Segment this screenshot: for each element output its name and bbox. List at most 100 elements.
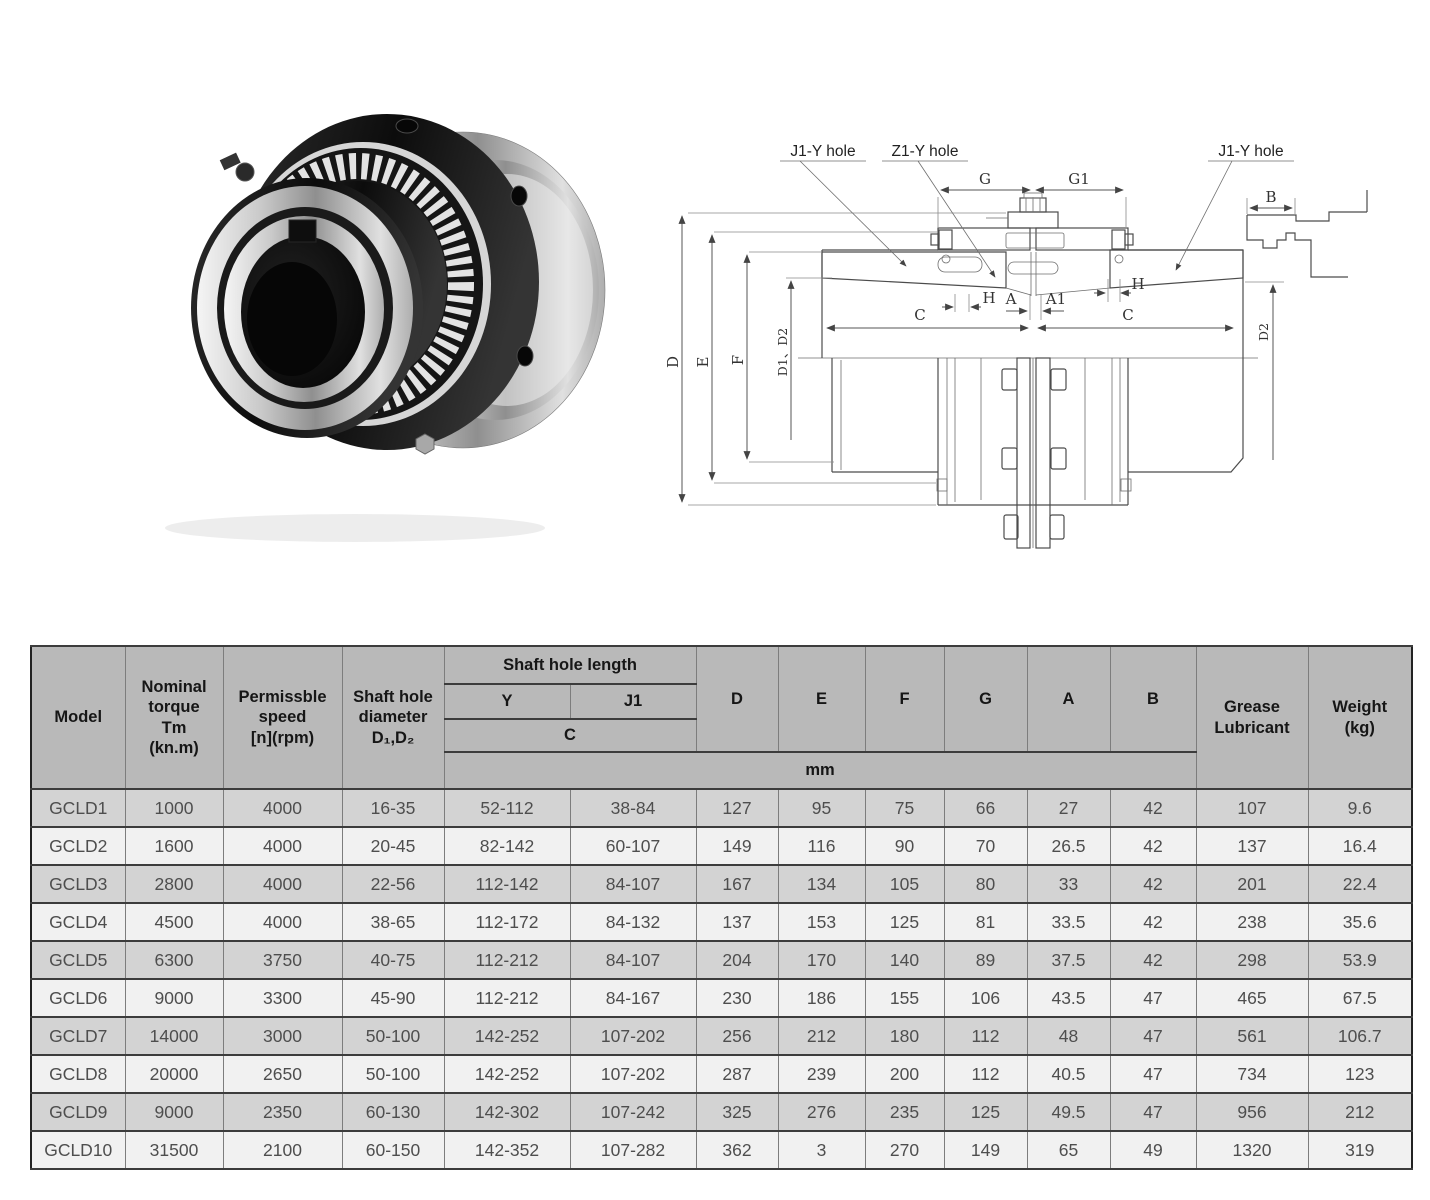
table-cell: 112-172 (443, 902, 571, 942)
table-cell: 106.7 (1307, 1016, 1413, 1056)
table-cell: 37.5 (1026, 940, 1111, 980)
table-cell: 9.6 (1307, 788, 1413, 828)
table-cell: 53.9 (1307, 940, 1413, 980)
col-header-g: G (943, 645, 1028, 753)
table-cell: 956 (1195, 1092, 1309, 1132)
table-cell: 112-212 (443, 940, 571, 980)
table-cell: 60-130 (341, 1092, 445, 1132)
col-header-permissible-speed: Permissble speed [n](rpm) (222, 645, 343, 790)
table-cell: 149 (943, 1130, 1028, 1170)
model-cell: GCLD6 (30, 978, 126, 1018)
table-cell: 4000 (222, 788, 343, 828)
table-cell: 287 (695, 1054, 779, 1094)
model-cell: GCLD4 (30, 902, 126, 942)
table-cell: 4000 (222, 826, 343, 866)
table-cell: 33.5 (1026, 902, 1111, 942)
table-cell: 49.5 (1026, 1092, 1111, 1132)
table-cell: 142-302 (443, 1092, 571, 1132)
col-header-nominal-torque: Nominal torque Tm (kn.m) (124, 645, 224, 790)
table-cell: 84-132 (569, 902, 697, 942)
table-cell: 38-65 (341, 902, 445, 942)
col-header-weight: Weight (kg) (1307, 645, 1413, 790)
table-cell: 80 (943, 864, 1028, 904)
table-cell: 256 (695, 1016, 779, 1056)
table-cell: 42 (1109, 940, 1197, 980)
table-cell: 107-242 (569, 1092, 697, 1132)
table-cell: 465 (1195, 978, 1309, 1018)
table-cell: 84-167 (569, 978, 697, 1018)
hex-bolt (415, 433, 435, 455)
table-cell: 16.4 (1307, 826, 1413, 866)
table-cell: 47 (1109, 978, 1197, 1018)
table-cell: 35.6 (1307, 902, 1413, 942)
table-cell: 212 (1307, 1092, 1413, 1132)
table-cell: 26.5 (1026, 826, 1111, 866)
unit-row-mm: mm (443, 751, 1197, 790)
table-cell: 107 (1195, 788, 1309, 828)
table-cell: 276 (777, 1092, 866, 1132)
table-cell: 105 (864, 864, 945, 904)
col-header-shaft-hole-length: Shaft hole length (443, 645, 697, 685)
leader-label-z1y: Z1-Y hole (892, 143, 959, 160)
leader-label-j1y-left: J1-Y hole (790, 143, 855, 160)
table-cell: 65 (1026, 1130, 1111, 1170)
table-cell: 9000 (124, 978, 224, 1018)
dim-label-a1: A1 (1045, 290, 1066, 308)
table-cell: 40.5 (1026, 1054, 1111, 1094)
model-cell: GCLD3 (30, 864, 126, 904)
table-cell: 140 (864, 940, 945, 980)
table-cell: 20-45 (341, 826, 445, 866)
table-cell: 142-252 (443, 1016, 571, 1056)
dim-label-b: B (1265, 188, 1276, 206)
dim-label-a: A (1005, 290, 1017, 308)
table-cell: 112-212 (443, 978, 571, 1018)
table-cell: 170 (777, 940, 866, 980)
table-cell: 298 (1195, 940, 1309, 980)
flange-bolt (1050, 447, 1067, 470)
table-cell: 734 (1195, 1054, 1309, 1094)
table-cell: 123 (1307, 1054, 1413, 1094)
table-cell: 2650 (222, 1054, 343, 1094)
col-header-c: C (443, 718, 697, 753)
gear-coupling-photo (165, 114, 606, 542)
table-cell: 50-100 (341, 1054, 445, 1094)
flange-bolt-hole (510, 185, 528, 207)
flange-bolt (1050, 368, 1067, 391)
flange-bolt (1001, 447, 1018, 470)
table-cell: 47 (1109, 1054, 1197, 1094)
table-cell: 2100 (222, 1130, 343, 1170)
table-cell: 14000 (124, 1016, 224, 1056)
dim-label-g: G (979, 170, 991, 188)
model-cell: GCLD10 (30, 1130, 126, 1170)
table-cell: 153 (777, 902, 866, 942)
table-cell: 212 (777, 1016, 866, 1056)
col-header-f: F (864, 645, 945, 753)
table-cell: 1600 (124, 826, 224, 866)
table-cell: 60-107 (569, 826, 697, 866)
dim-label-h-left: H (982, 289, 995, 307)
col-header-e: E (777, 645, 866, 753)
table-cell: 40-75 (341, 940, 445, 980)
table-cell: 1000 (124, 788, 224, 828)
technical-drawing: J1-Y hole Z1-Y hole J1-Y hole G G1 B D E… (664, 143, 1368, 549)
table-cell: 125 (864, 902, 945, 942)
table-cell: 90 (864, 826, 945, 866)
table-cell: 3 (777, 1130, 866, 1170)
table-cell: 4500 (124, 902, 224, 942)
table-cell: 362 (695, 1130, 779, 1170)
table-cell: 52-112 (443, 788, 571, 828)
table-cell: 107-202 (569, 1016, 697, 1056)
table-cell: 60-150 (341, 1130, 445, 1170)
table-cell: 49 (1109, 1130, 1197, 1170)
table-cell: 50-100 (341, 1016, 445, 1056)
leader-label-j1y-right: J1-Y hole (1218, 143, 1283, 160)
table-cell: 235 (864, 1092, 945, 1132)
table-cell: 4000 (222, 864, 343, 904)
table-cell: 27 (1026, 788, 1111, 828)
col-header-j1: J1 (569, 683, 697, 720)
table-cell: 116 (777, 826, 866, 866)
